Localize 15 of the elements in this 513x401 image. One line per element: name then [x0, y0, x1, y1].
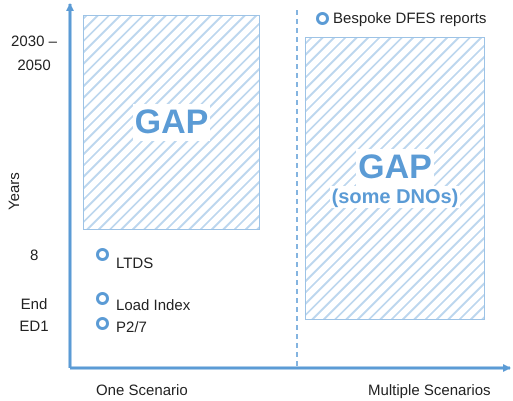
item-label: P2/7 — [116, 319, 147, 336]
hatched-area — [305, 37, 485, 320]
axis-title: Years — [6, 172, 23, 210]
item-label: Load Index — [116, 297, 190, 314]
tick-label: 8 — [30, 247, 38, 264]
tick-label: End ED1 — [18, 295, 50, 337]
tick-label: 2030 – 2050 — [10, 32, 58, 76]
axis-label: One Scenario — [96, 382, 188, 399]
area-heading: GAP — [132, 104, 210, 142]
hatched-area — [83, 15, 260, 230]
area-note: (some DNOs) — [330, 186, 460, 208]
area-heading: GAP — [356, 148, 434, 186]
item-label: LTDS — [116, 255, 154, 272]
axis-label: Multiple Scenarios — [368, 382, 491, 399]
item-label: Bespoke DFES reports — [333, 10, 486, 27]
